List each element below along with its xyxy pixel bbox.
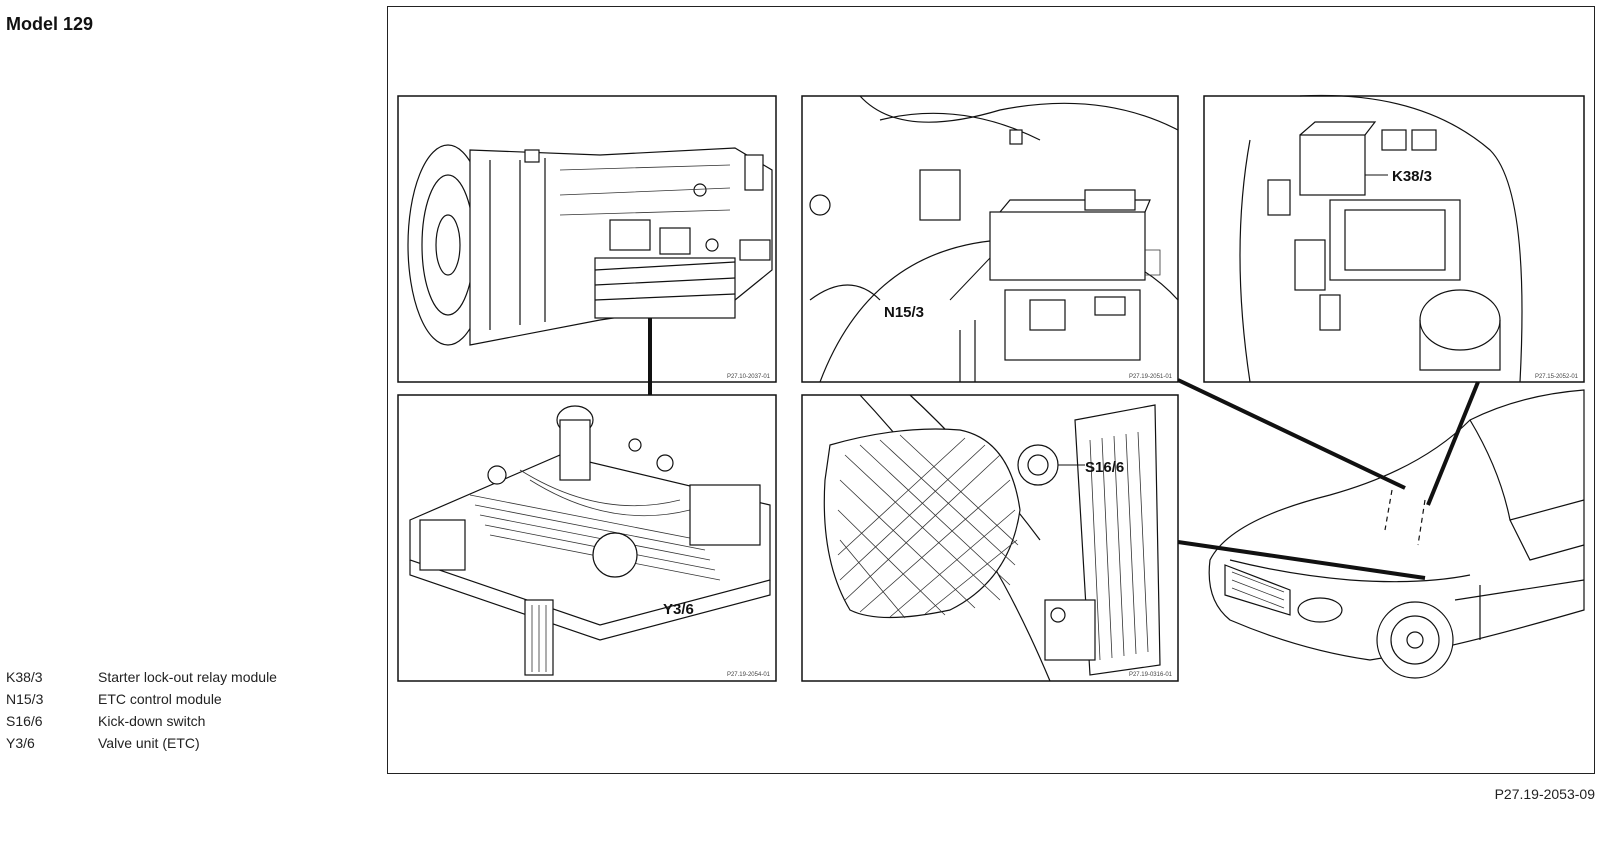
legend-row: Y3/6 Valve unit (ETC) <box>6 735 277 757</box>
leader-control-module-to-car <box>1177 378 1406 490</box>
legend-code: Y3/6 <box>6 735 35 751</box>
diagram-frame <box>387 6 1595 774</box>
figure-reference: P27.19-2053-09 <box>1494 786 1595 802</box>
label-s16-6: S16/6 <box>1085 459 1124 476</box>
legend-description: Kick-down switch <box>98 713 206 729</box>
model-title: Model 129 <box>6 14 94 34</box>
panel-valve-unit: Y3/6 P27.19-2054-01 <box>397 394 777 682</box>
panel-ref-transmission: P27.10-2037-01 <box>727 374 771 380</box>
panel-kickdown: S16/6 P27.19-0316-01 <box>801 394 1179 682</box>
legend-code: N15/3 <box>6 691 44 707</box>
leader-kickdown-to-car <box>1177 540 1426 580</box>
kickdown-illustration <box>823 394 1161 682</box>
legend-row: N15/3 ETC control module <box>6 691 277 713</box>
leader-relay-to-car <box>1426 381 1480 506</box>
panel-ref-kickdown: P27.19-0316-01 <box>1129 672 1173 678</box>
legend-description: Valve unit (ETC) <box>98 735 200 751</box>
relay-illustration <box>1239 94 1523 383</box>
transmission-illustration <box>407 144 773 346</box>
label-n15-3: N15/3 <box>884 304 924 321</box>
legend-row: S16/6 Kick-down switch <box>6 713 277 735</box>
control-module-illustration <box>809 95 1179 383</box>
legend-row: K38/3 Starter lock-out relay module <box>6 669 277 691</box>
car-illustration <box>1208 389 1585 679</box>
valve-unit-illustration <box>409 405 771 676</box>
panel-relay: K38/3 P27.15-2052-01 <box>1203 94 1585 383</box>
pointer-n15-3 <box>949 257 991 301</box>
panel-control-module: N15/3 P27.19-2051-01 <box>801 95 1179 383</box>
panel-transmission: P27.10-2037-01 <box>397 95 777 383</box>
panel-ref-valve-unit: P27.19-2054-01 <box>727 672 771 678</box>
legend-code: S16/6 <box>6 713 43 729</box>
panel-ref-control-module: P27.19-2051-01 <box>1129 374 1173 380</box>
legend-description: Starter lock-out relay module <box>98 669 277 685</box>
label-y3-6: Y3/6 <box>663 601 694 618</box>
legend-description: ETC control module <box>98 691 222 707</box>
legend: K38/3 Starter lock-out relay module N15/… <box>6 669 277 757</box>
panel-ref-relay: P27.15-2052-01 <box>1535 374 1579 380</box>
label-k38-3: K38/3 <box>1392 168 1432 185</box>
legend-code: K38/3 <box>6 669 43 685</box>
